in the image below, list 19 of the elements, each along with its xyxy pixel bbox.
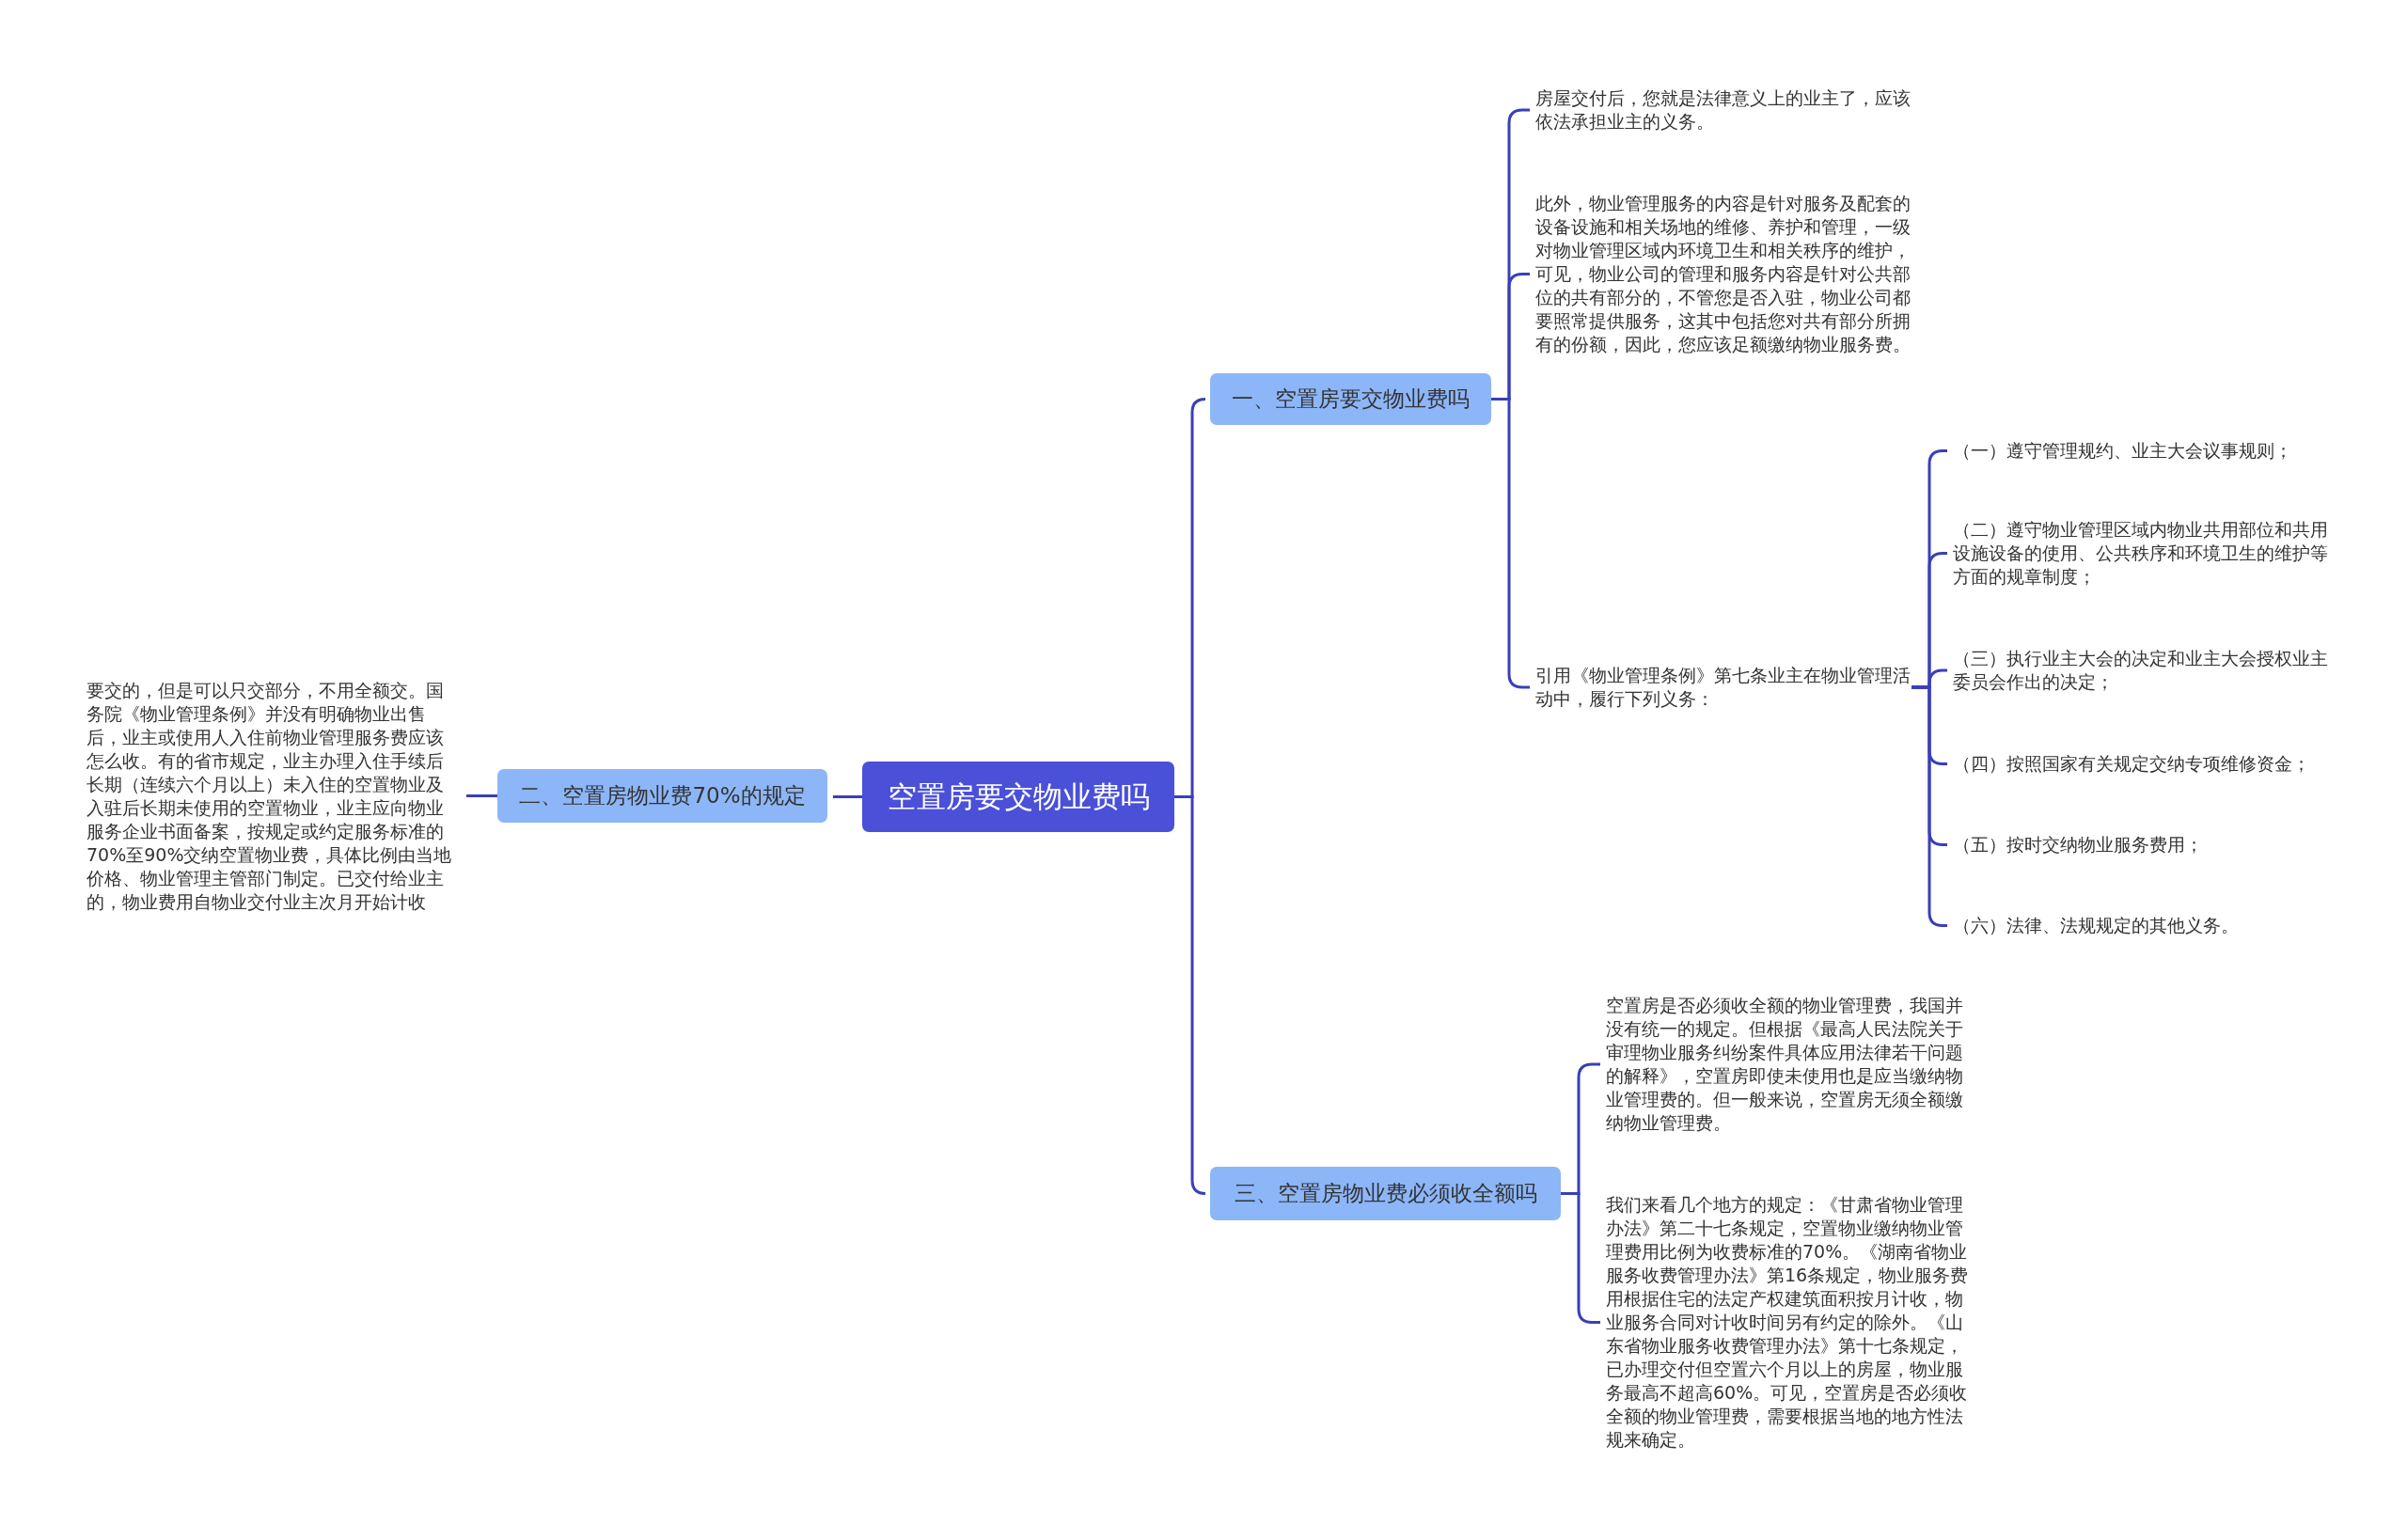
- topic-box: 三、空置房物业费必须收全额吗: [1210, 1167, 1561, 1220]
- list-item-text: （五）按时交纳物业服务费用；: [1953, 833, 2338, 856]
- note-text: 空置房是否必须收全额的物业管理费，我国并没有统一的规定。但根据《最高人民法院关于审理物业服务纠纷案件具体应用法律若干问题的解释》，空置房即使未使用也是应当缴纳物业管理费的。但一般来说，空置房无须全额缴纳物业管理费。: [1606, 994, 1980, 1135]
- topic-box: 一、空置房要交物业费吗: [1210, 373, 1491, 425]
- list-item-text: （一）遵守管理规约、业主大会议事规则；: [1953, 439, 2338, 463]
- list-item-text: （六）法律、法规规定的其他义务。: [1953, 914, 2338, 937]
- note-text: 我们来看几个地方的规定：《甘肃省物业管理办法》第二十七条规定，空置物业缴纳物业管理费用比例为收费标准的70%。《湖南省物业服务收费管理办法》第16条规定，物业服务费用根据住宅的法定产权建筑面积按月计收，物业服务合同对计收时间另有约定的除外。《山东省物业服务收费管理办法》第十七条规定，已办理交付但空置六个月以上的房屋，物业服务最高不超高60%。可见，空置房是否必须收全额的物业管理费，需要根据当地的地方性法规来确定。: [1606, 1193, 1980, 1452]
- connector-line: [833, 795, 862, 798]
- connector-line: [1174, 795, 1207, 1195]
- note-text: 要交的，但是可以只交部分，不用全额交。国务院《物业管理条例》并没有明确物业出售后，业主或使用人入住前物业管理服务费应该怎么收。有的省市规定，业主办理入住手续后长期（连续六个月以上）未入住的空置物业及入驻后长期未使用的空置物业，业主应向物业服务企业书面备案，按规定或约定服务标准的70%至90%交纳空置物业费，具体比例由当地价格、物业管理主管部门制定。已交付给业主的，物业费用自物业交付业主次月开始计收: [87, 679, 461, 914]
- note-text: 房屋交付后，您就是法律意义上的业主了，应该依法承担业主的义务。: [1535, 86, 1911, 134]
- note-text: 引用《物业管理条例》第七条业主在物业管理活动中，履行下列义务：: [1535, 664, 1911, 711]
- connector-line: [466, 794, 497, 797]
- list-item-text: （二）遵守物业管理区域内物业共用部位和共用设施设备的使用、公共秩序和环境卫生的维护等方面的规章制度；: [1953, 518, 2338, 589]
- list-item-text: （三）执行业主大会的决定和业主大会授权业主委员会作出的决定；: [1953, 647, 2338, 694]
- topic-box: 二、空置房物业费70%的规定: [497, 769, 827, 823]
- note-text: 此外，物业管理服务的内容是针对服务及配套的设备设施和相关场地的维修、养护和管理，一级对物业管理区域内环境卫生和相关秩序的维护，可见，物业公司的管理和服务内容是针对公共部位的共有部分的，不管您是否入驻，物业公司都要照常提供服务，这其中包括您对共有部分所拥有的份额，因此，您应该足额缴纳物业服务费。: [1535, 192, 1911, 356]
- central-topic-box: 空置房要交物业费吗: [862, 762, 1174, 832]
- list-item-text: （四）按照国家有关规定交纳专项维修资金；: [1953, 752, 2348, 776]
